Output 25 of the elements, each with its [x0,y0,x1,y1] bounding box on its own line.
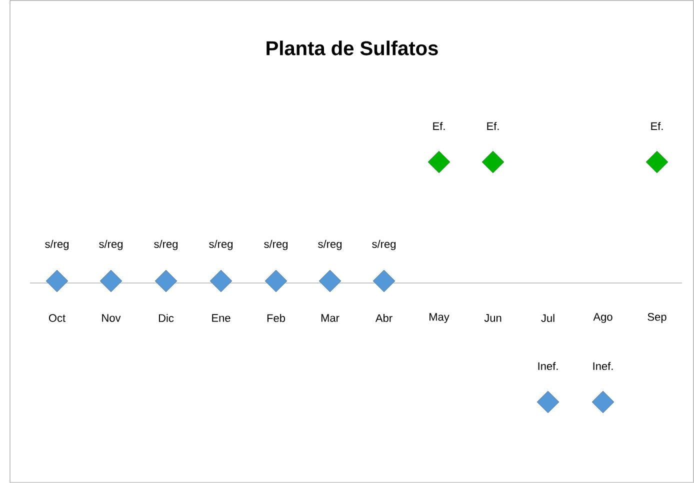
marker-label: s/reg [209,240,233,250]
marker-label: Inef. [538,362,558,370]
month-label: Ene [212,314,230,322]
month-label: Abr [375,314,392,322]
month-label: Mar [321,314,340,322]
month-label: Ago [593,313,612,323]
marker-label: s/reg [318,240,342,250]
month-label: Oct [48,314,66,322]
marker-label: s/reg [372,240,396,250]
marker-label: Inef. [593,362,613,370]
month-label: Jun [484,314,502,322]
marker-label: s/reg [154,240,178,250]
marker-label: s/reg [264,240,288,250]
month-label: Dic [158,314,174,322]
month-label: May [430,313,450,323]
marker-label: s/reg [45,240,69,250]
month-label: Sep [648,313,666,323]
title: Planta de Sulfatos [266,40,438,56]
month-label: Feb [267,314,285,322]
marker-label: Ef. [651,122,663,130]
marker-label: Ef. [487,122,499,130]
month-label: Nov [102,314,121,322]
marker-label: Ef. [433,122,445,130]
month-label: Jul [541,314,554,322]
marker-label: s/reg [99,240,123,250]
